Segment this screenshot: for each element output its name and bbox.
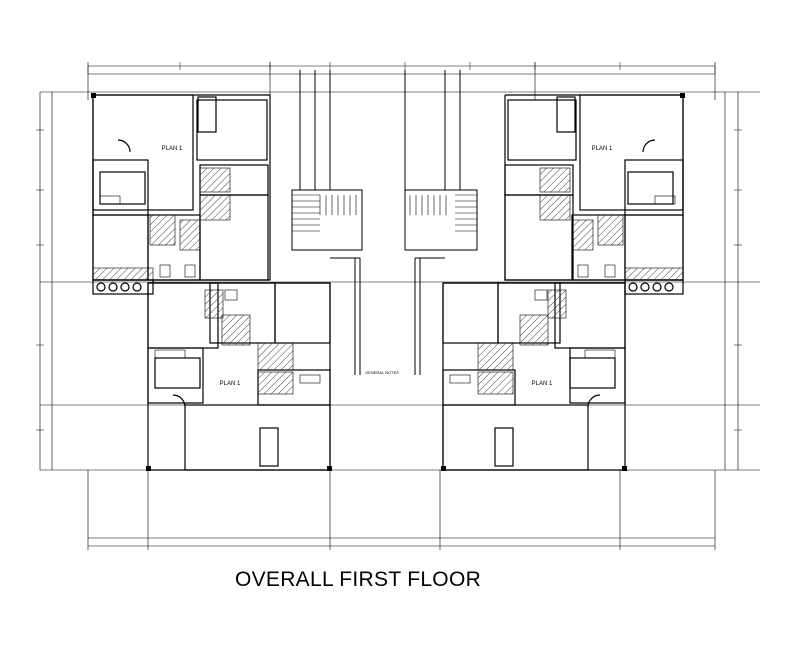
left-fixtures [99, 195, 321, 384]
right-building [442, 94, 684, 471]
dimension-lines [39, 62, 760, 550]
center-note-label: GENERAL NOTES [365, 370, 399, 375]
center-stairs [291, 70, 478, 375]
left-hatched-areas [92, 167, 294, 395]
plan-label-lower-right: PLAN 1 [532, 381, 553, 387]
dimension-ticks [36, 62, 742, 431]
plan-label-upper-right: PLAN 1 [592, 146, 613, 152]
stair-treads [292, 194, 477, 232]
plan-label-lower-left: PLAN 1 [220, 381, 241, 387]
plan-label-upper-left: PLAN 1 [162, 146, 183, 152]
left-building [92, 94, 331, 471]
drawing-title: OVERALL FIRST FLOOR [234, 568, 482, 591]
column-posts [91, 93, 685, 471]
right-hatched-areas [477, 167, 684, 395]
right-fixtures [449, 195, 676, 384]
